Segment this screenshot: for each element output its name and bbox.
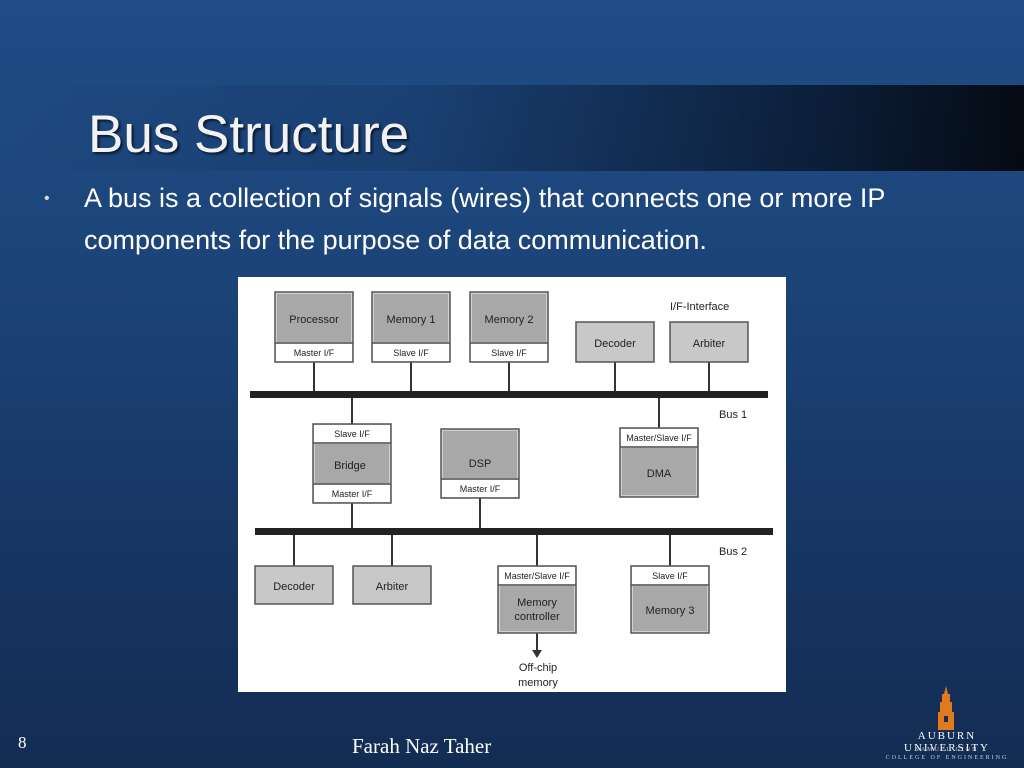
interface-label: I/F-Interface [670,301,729,313]
logo-university-text: AUBURN UNIVERSITY [904,730,990,754]
dsp-iface-label: Master I/F [460,484,501,494]
bus-2-label: Bus 2 [719,546,747,558]
offchip-label-line1: Off-chip [519,662,557,674]
page-number: 8 [18,733,27,752]
memory-3-iface-label: Slave I/F [652,571,688,581]
bus-2-line [255,528,773,535]
memory-3-block: Slave I/F Memory 3 [630,565,710,634]
bus-connections [293,362,710,651]
dsp-label: DSP [469,458,492,470]
arbiter-1-label: Arbiter [693,338,726,350]
bridge-label: Bridge [334,460,366,472]
offchip-label-line2: memory [518,677,558,689]
title-band [0,85,1024,171]
tower-icon [938,686,954,730]
processor-iface-label: Master I/F [294,348,335,358]
dsp-block: DSP Master I/F [440,428,520,499]
processor-block: Processor Master I/F [274,291,354,363]
bus-1-line [250,391,768,398]
dma-block: Master/Slave I/F DMA [619,427,699,498]
bus-1-label: Bus 1 [719,409,747,421]
bridge-block: Slave I/F Bridge Master I/F [312,423,392,504]
memory-controller-block: Master/Slave I/F Memory controller [497,565,577,634]
memory-1-block: Memory 1 Slave I/F [371,291,451,363]
dma-iface-label: Master/Slave I/F [626,433,692,443]
slide-title: Bus Structure [88,105,410,164]
arbiter-2-block: Arbiter [352,565,432,605]
bridge-top-iface-label: Slave I/F [334,429,370,439]
author-name: Farah Naz Taher [352,734,492,758]
processor-label: Processor [289,314,339,326]
diagram-svg: Processor Master I/F Memory 1 Slave I/F … [250,291,773,689]
decoder-1-block: Decoder [575,321,655,363]
memory-2-block: Memory 2 Slave I/F [469,291,549,363]
bridge-bottom-iface-label: Master I/F [332,489,373,499]
bullet-text: A bus is a collection of signals (wires)… [84,183,885,255]
memory-2-label: Memory 2 [485,314,534,326]
memory-controller-label-line2: controller [514,611,560,623]
logo-college-text: SAMUEL GINN COLLEGE OF ENGINEERING [874,746,1020,762]
memory-1-iface-label: Slave I/F [393,348,429,358]
bullet-marker: • [44,190,50,207]
arbiter-1-block: Arbiter [669,321,749,363]
bus-structure-diagram: Processor Master I/F Memory 1 Slave I/F … [238,277,786,692]
offchip-arrow [532,650,542,658]
memory-2-iface-label: Slave I/F [491,348,527,358]
memory-3-label: Memory 3 [646,605,695,617]
decoder-2-block: Decoder [254,565,334,605]
decoder-2-label: Decoder [273,581,315,593]
memory-controller-label-line1: Memory [517,597,557,609]
dma-label: DMA [647,468,672,480]
logo-college-line2: COLLEGE OF ENGINEERING [885,755,1009,761]
arbiter-2-label: Arbiter [376,581,409,593]
decoder-1-label: Decoder [594,338,636,350]
university-logo: AUBURN UNIVERSITY SAMUEL GINN COLLEGE OF… [874,686,1020,764]
memory-controller-iface-label: Master/Slave I/F [504,571,570,581]
logo-college-line1: SAMUEL GINN [915,747,979,753]
memory-1-label: Memory 1 [387,314,436,326]
